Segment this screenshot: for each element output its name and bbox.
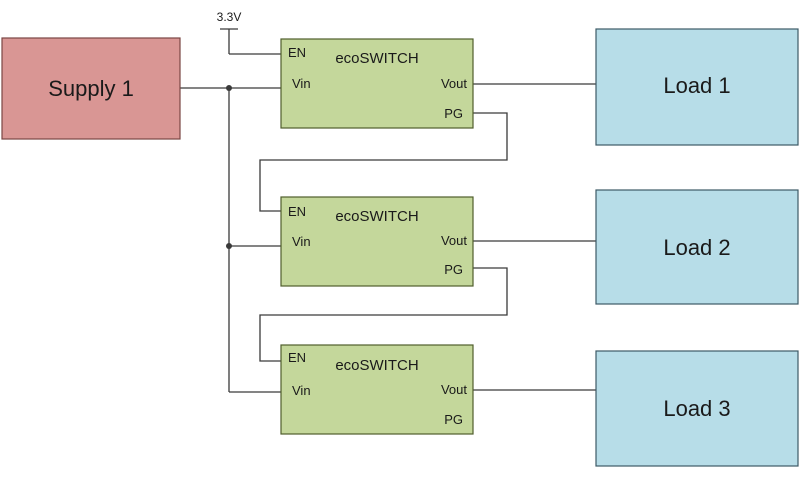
ecoswitch-3: ecoSWITCH EN Vin Vout PG bbox=[280, 344, 474, 435]
pin-vin: Vin bbox=[292, 76, 311, 91]
load-box bbox=[595, 189, 799, 305]
pin-vout: Vout bbox=[441, 382, 467, 397]
pin-en: EN bbox=[288, 45, 306, 60]
load-box bbox=[595, 350, 799, 467]
load-label: Load 2 bbox=[663, 235, 730, 260]
ecoswitch-box bbox=[280, 196, 474, 287]
ecoswitch-1: ecoSWITCH EN Vin Vout PG bbox=[280, 38, 474, 129]
wire-pg1-en2 bbox=[259, 112, 508, 212]
load-block-2: Load 2 bbox=[595, 189, 799, 305]
pin-vin: Vin bbox=[292, 234, 311, 249]
supply-label: Supply 1 bbox=[48, 76, 134, 101]
pin-pg: PG bbox=[444, 106, 463, 121]
load-label: Load 3 bbox=[663, 396, 730, 421]
ecoswitch-2: ecoSWITCH EN Vin Vout PG bbox=[280, 196, 474, 287]
ecoswitch-title: ecoSWITCH bbox=[335, 50, 418, 67]
ecoswitch-box bbox=[280, 38, 474, 129]
rail-label: 3.3V bbox=[217, 10, 242, 24]
pin-en: EN bbox=[288, 204, 306, 219]
load-block-3: Load 3 bbox=[595, 350, 799, 467]
supply-box bbox=[1, 37, 181, 140]
pin-pg: PG bbox=[444, 262, 463, 277]
ecoswitch-box bbox=[280, 344, 474, 435]
pin-en: EN bbox=[288, 350, 306, 365]
ecoswitch-title: ecoSWITCH bbox=[335, 357, 418, 374]
load-block-1: Load 1 bbox=[595, 28, 799, 146]
junction-dot-1 bbox=[226, 85, 232, 91]
pin-vout: Vout bbox=[441, 233, 467, 248]
wire-pg2-en3 bbox=[259, 267, 508, 362]
ecoswitch-title: ecoSWITCH bbox=[335, 208, 418, 225]
load-box bbox=[595, 28, 799, 146]
pin-vout: Vout bbox=[441, 76, 467, 91]
pin-pg: PG bbox=[444, 412, 463, 427]
wires bbox=[180, 28, 596, 393]
supply-block: Supply 1 bbox=[1, 37, 181, 140]
junction-dot-2 bbox=[226, 243, 232, 249]
load-label: Load 1 bbox=[663, 73, 730, 98]
pin-vin: Vin bbox=[292, 383, 311, 398]
